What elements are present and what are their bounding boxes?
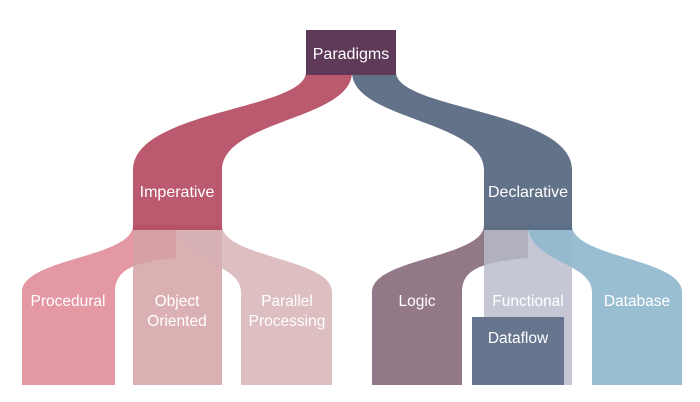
object-oriented-label-line2: Oriented [147, 313, 206, 330]
declarative-label: Declarative [488, 184, 568, 201]
procedural-label: Procedural [31, 293, 106, 310]
dataflow-label: Dataflow [488, 330, 549, 347]
flow-declarative [352, 72, 572, 230]
flow-logic [372, 225, 528, 385]
parallel-processing-label-line2: Processing [249, 313, 326, 330]
flow-object-oriented [133, 225, 222, 385]
database-label: Database [604, 293, 670, 310]
root-label: Paradigms [313, 46, 389, 63]
root-node [306, 30, 396, 75]
logic-label: Logic [398, 293, 435, 310]
object-oriented-label-line1: Object [155, 293, 200, 310]
functional-label: Functional [492, 293, 564, 310]
flow-parallel [176, 225, 332, 385]
imperative-label: Imperative [140, 184, 215, 201]
dataflow-node [472, 317, 564, 385]
flow-database [528, 225, 682, 385]
flow-imperative [133, 72, 352, 230]
flow-procedural [22, 225, 176, 385]
parallel-processing-label-line1: Parallel [261, 293, 313, 310]
